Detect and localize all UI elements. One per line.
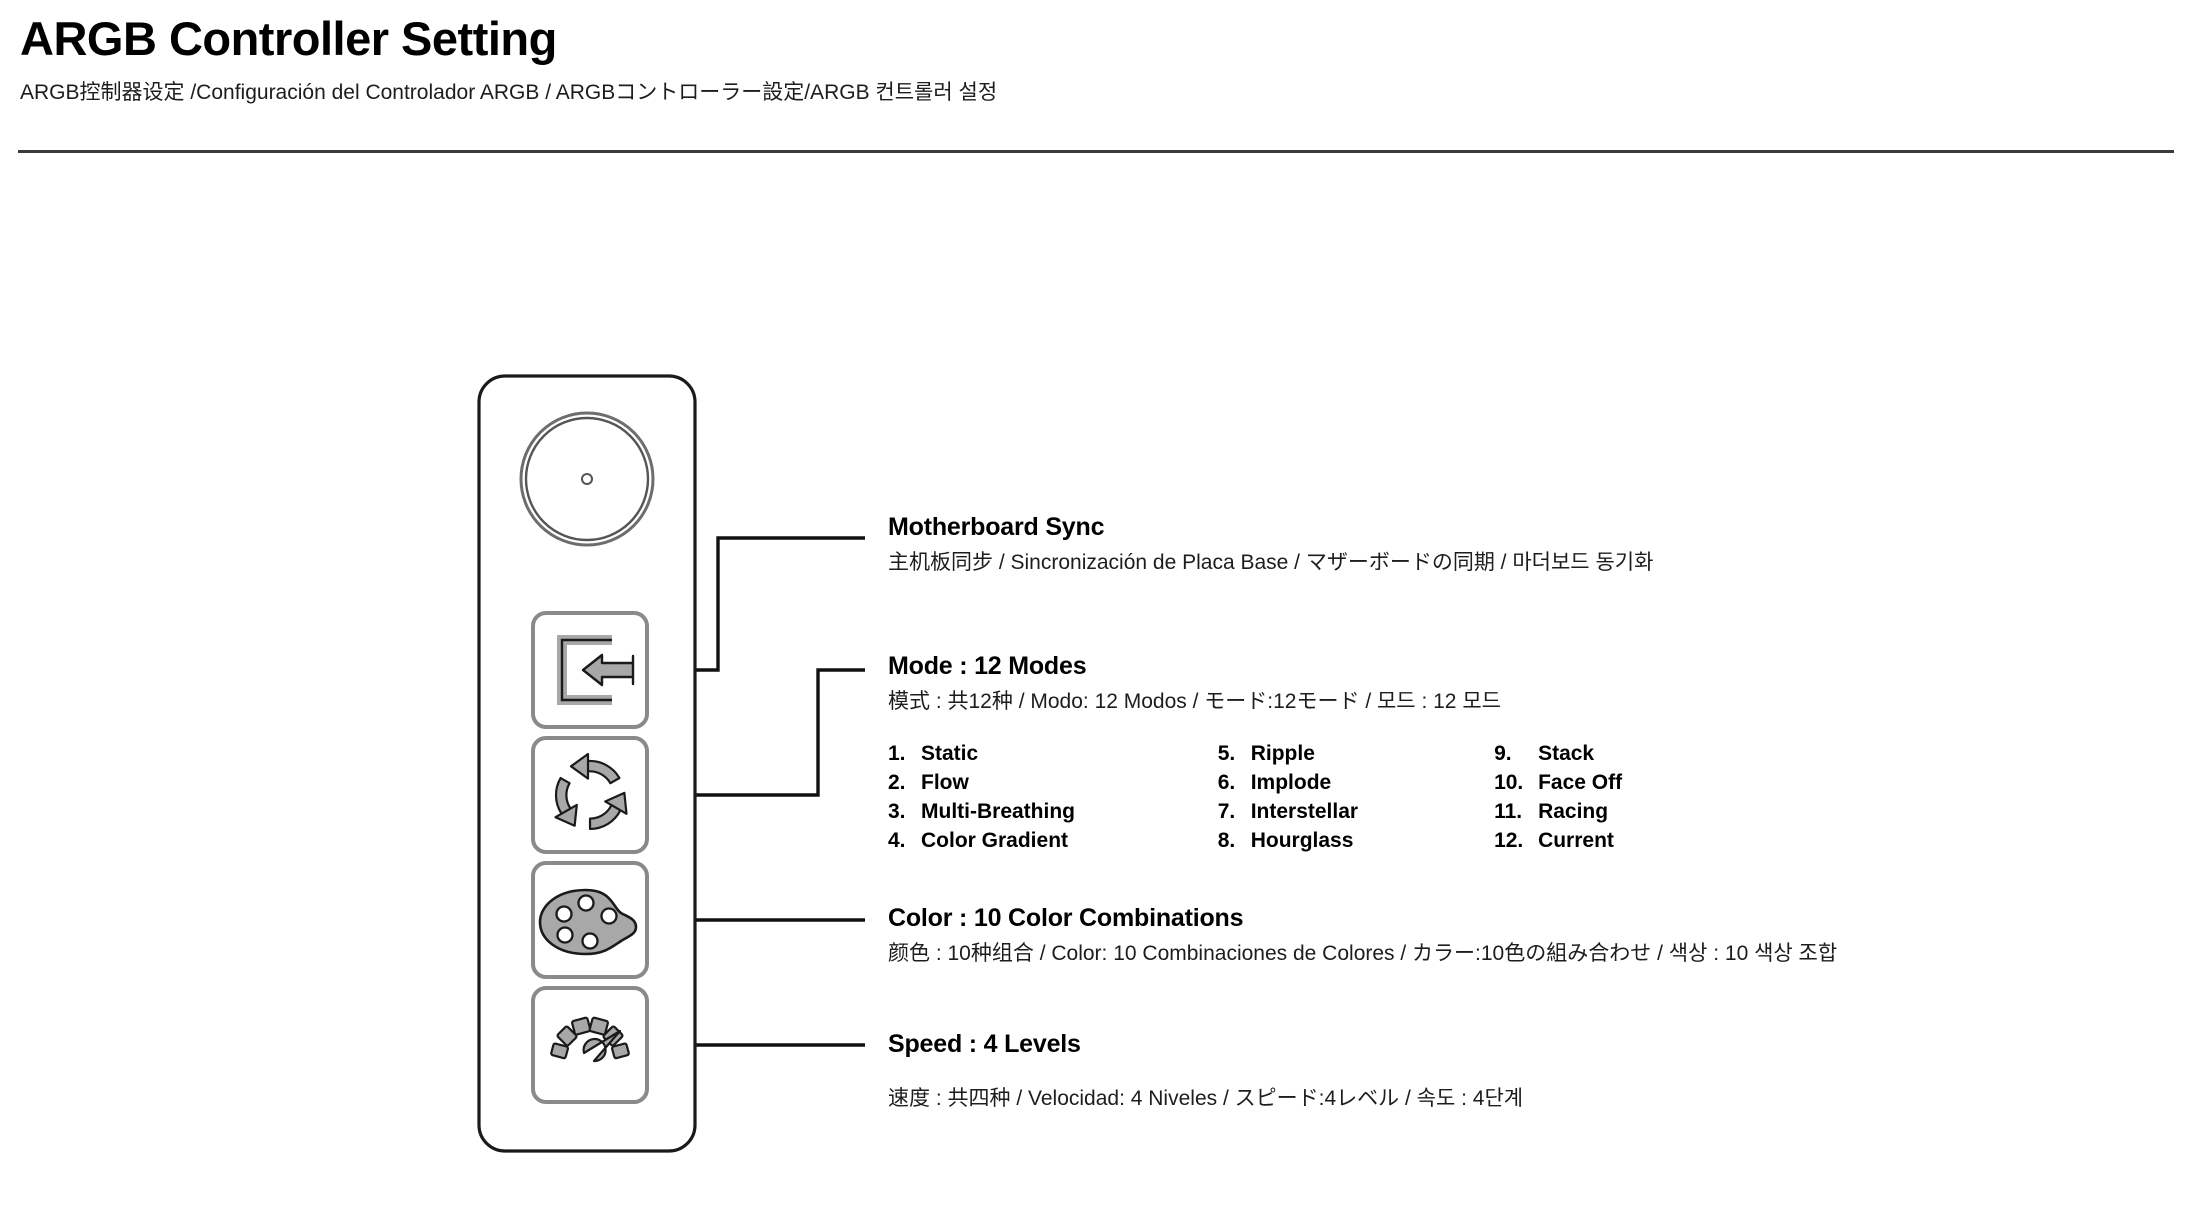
palette-hole-3 — [600, 907, 618, 925]
callout-subtitle-color: 颜色 : 10种组合 / Color: 10 Combinaciones de … — [888, 941, 1838, 965]
palette-hole-5 — [581, 932, 599, 950]
callout-subtitle-speed: 速度 : 共四种 / Velocidad: 4 Niveles / スピード:4… — [888, 1086, 1524, 1110]
mode-label: Interstellar — [1250, 800, 1359, 823]
speed-button — [531, 986, 649, 1104]
callout-title-speed: Speed : 4 Levels — [888, 1030, 1081, 1058]
mode-label: Ripple — [1250, 742, 1315, 765]
mode-item: 10. Face Off — [1494, 768, 1688, 797]
mode-item: 8. Hourglass — [1218, 826, 1494, 855]
mode-number: 8. — [1217, 829, 1236, 852]
callout-speed: Speed : 4 Levels 速度 : 共四种 / Velocidad: 4… — [888, 1030, 1523, 1112]
mode-item: 3. Multi-Breathing — [888, 797, 1218, 826]
page-header: ARGB Controller Setting ARGB控制器设定 /Confi… — [20, 12, 2170, 106]
callout-color: Color : 10 Color Combinations 颜色 : 10种组合… — [888, 904, 1837, 967]
header-divider — [18, 150, 2174, 153]
mode-item: 11. Racing — [1494, 797, 1688, 826]
leader-line-mode — [627, 668, 865, 797]
mode-label: Color Gradient — [921, 829, 1069, 852]
dial-center-dot — [581, 473, 593, 485]
rotary-dial — [519, 411, 655, 547]
anchor-dot-speed — [619, 1037, 635, 1053]
speedometer-icon — [550, 1016, 630, 1063]
mode-number: 9. — [1494, 742, 1512, 765]
anchor-dot-motherboard-sync — [619, 662, 635, 678]
color-button-plate — [531, 861, 649, 979]
mode-label: Hourglass — [1250, 829, 1354, 852]
palette-hole-1 — [577, 894, 595, 912]
leader-anchor-dots — [619, 662, 635, 1053]
mode-column-2: 5. Ripple 6. Implode 7. Interstellar 8. Hour… — [1218, 739, 1494, 855]
mode-item: 1. Static — [888, 739, 1218, 768]
mode-number: 12. — [1494, 829, 1524, 852]
mode-number: 4. — [888, 829, 906, 852]
callout-subtitle-mode: 模式 : 共12种 / Modo: 12 Modos / モード:12モード /… — [888, 689, 1501, 713]
palette-icon — [538, 888, 638, 956]
motherboard-sync-button — [531, 611, 649, 729]
mode-number: 11. — [1494, 800, 1523, 823]
page-subtitle-multilingual: ARGB控制器设定 /Configuración del Controlador… — [20, 80, 998, 104]
mode-number: 5. — [1217, 742, 1236, 765]
mode-list: 1. Static 2. Flow 3. Multi-Breathing 4. Colo… — [888, 739, 1688, 855]
mode-number: 2. — [888, 771, 906, 794]
controller-body-outline — [477, 374, 697, 1153]
palette-hole-4 — [556, 926, 574, 944]
mode-item: 7. Interstellar — [1218, 797, 1494, 826]
mode-number: 7. — [1217, 800, 1236, 823]
callout-subtitle-motherboard-sync: 主机板同步 / Sincronización de Placa Base / マ… — [888, 550, 1654, 574]
callout-title-color: Color : 10 Color Combinations — [888, 904, 1244, 932]
leader-line-motherboard-sync — [627, 536, 865, 672]
mode-item: 4. Color Gradient — [888, 826, 1218, 855]
mode-item: 2. Flow — [888, 768, 1218, 797]
mode-label: Face Off — [1538, 771, 1623, 794]
mode-item: 9. Stack — [1494, 739, 1688, 768]
mode-item: 6. Implode — [1218, 768, 1494, 797]
palette-hole-2 — [555, 905, 573, 923]
callout-motherboard-sync: Motherboard Sync 主机板同步 / Sincronización … — [888, 513, 1653, 576]
mode-label: Racing — [1538, 800, 1609, 823]
circular-arrows-icon — [554, 752, 628, 831]
mode-label: Multi-Breathing — [921, 800, 1075, 823]
mode-label: Current — [1538, 829, 1614, 852]
callout-title-motherboard-sync: Motherboard Sync — [888, 513, 1105, 541]
anchor-dot-color — [619, 912, 635, 928]
callout-title-mode: Mode : 12 Modes — [888, 652, 1087, 680]
mode-label: Flow — [921, 771, 969, 794]
mode-number: 10. — [1494, 771, 1524, 794]
mode-label: Implode — [1250, 771, 1332, 794]
mode-number: 3. — [888, 800, 906, 823]
mode-item: 12. Current — [1494, 826, 1688, 855]
mode-label: Stack — [1538, 742, 1595, 765]
color-button — [531, 861, 649, 979]
page-title: ARGB Controller Setting — [20, 12, 557, 65]
speed-button-plate — [531, 986, 649, 1104]
mode-column-1: 1. Static 2. Flow 3. Multi-Breathing 4. Colo… — [888, 739, 1218, 855]
leader-lines — [627, 536, 865, 1047]
mode-number: 1. — [888, 742, 906, 765]
anchor-dot-mode — [619, 787, 635, 803]
dial-outer-ring — [519, 411, 655, 547]
mode-item: 5. Ripple — [1218, 739, 1494, 768]
mode-label: Static — [921, 742, 979, 765]
mode-column-3: 9. Stack 10. Face Off 11. Racing 12. Current — [1494, 739, 1688, 855]
sync-arrow-icon — [557, 635, 635, 705]
mode-button-plate — [531, 736, 649, 854]
callout-mode: Mode : 12 Modes 模式 : 共12种 / Modo: 12 Mod… — [888, 652, 1501, 715]
mode-button — [531, 736, 649, 854]
sync-button-plate — [531, 611, 649, 729]
mode-number: 6. — [1217, 771, 1236, 794]
dial-inner-ring — [524, 416, 650, 542]
